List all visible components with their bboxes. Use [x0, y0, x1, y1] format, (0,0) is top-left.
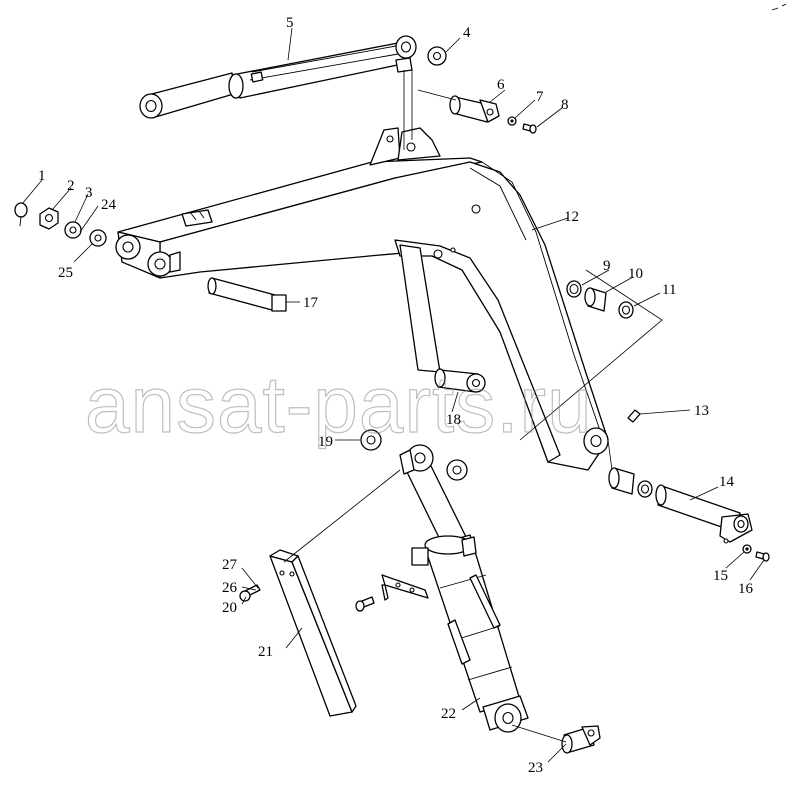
callout-17: 17 [303, 295, 319, 311]
callout-24: 24 [101, 197, 117, 213]
callout-25: 25 [58, 265, 73, 281]
part-10-bushing [584, 287, 607, 312]
callout-9: 9 [603, 258, 611, 274]
callout-3: 3 [85, 185, 93, 201]
part-3-washer [64, 221, 82, 239]
callout-14: 14 [719, 474, 735, 490]
part-8-bolt [522, 123, 537, 134]
callout-22: 22 [441, 706, 456, 722]
callout-19: 19 [318, 434, 333, 450]
callout-15: 15 [713, 568, 728, 584]
callout-10: 10 [628, 266, 643, 282]
callout-labels: 1 2 3 24 25 5 4 6 7 8 12 9 10 11 17 13 1… [38, 15, 754, 776]
part-22-cylinder [399, 444, 529, 733]
part-12-boom [115, 127, 609, 471]
part-15-washer [742, 544, 752, 554]
callout-1: 1 [38, 168, 46, 184]
callout-26: 26 [222, 580, 238, 596]
callout-7: 7 [536, 89, 544, 105]
leader-lines [21, 27, 765, 763]
part-2-nut [39, 207, 59, 230]
callout-21: 21 [258, 644, 273, 660]
part-9-washer [566, 280, 582, 298]
callout-11: 11 [662, 282, 676, 298]
callout-4: 4 [463, 25, 471, 41]
callout-2: 2 [67, 178, 75, 194]
callout-6: 6 [497, 77, 505, 93]
cylinder-mount-bolt [355, 596, 375, 612]
part-23-pin [561, 725, 601, 754]
part-11-washer [618, 301, 634, 319]
part-20-bolt [239, 584, 261, 602]
callout-23: 23 [528, 760, 543, 776]
callout-16: 16 [738, 581, 754, 597]
part-6-pin [449, 95, 500, 123]
part-19-washer [360, 429, 382, 451]
part-21-guard-plate [269, 549, 357, 717]
callout-5: 5 [286, 15, 294, 31]
callout-27: 27 [222, 557, 238, 573]
part-25-washer [89, 229, 107, 247]
part-18-pin [434, 368, 486, 393]
watermark-text: ansat-parts.ru [85, 360, 593, 449]
callout-13: 13 [694, 403, 709, 419]
corner-mark [771, 3, 787, 11]
part-17-pin [207, 277, 287, 312]
part-16-bolt [755, 551, 770, 562]
callout-18: 18 [446, 412, 461, 428]
part-14-pin [655, 484, 753, 544]
washer-right [446, 459, 468, 481]
callout-8: 8 [561, 97, 569, 113]
part-5-boom-cylinder [139, 35, 417, 119]
part-13-grease-fitting [627, 409, 641, 423]
callout-20: 20 [222, 600, 237, 616]
callout-12: 12 [564, 209, 579, 225]
part-4-washer [427, 46, 447, 66]
part-1-grease-nipple [14, 202, 28, 227]
rear-bushing [608, 467, 653, 498]
clamp-bracket [381, 574, 429, 601]
part-7-washer [507, 116, 517, 126]
